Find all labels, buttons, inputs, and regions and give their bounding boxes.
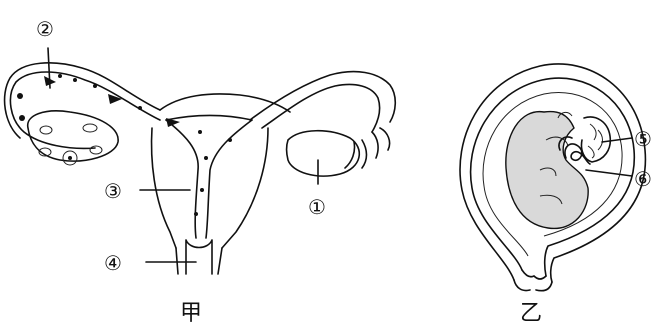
figure-a-reproductive-system: ② ③ ① ④ 甲 — [5, 17, 396, 326]
sperm-dot — [138, 106, 142, 110]
vagina — [176, 240, 222, 274]
label-6: ⑥ — [634, 167, 652, 191]
sperm-dot — [204, 156, 208, 160]
left-ovary — [28, 111, 118, 161]
left-fallopian-tube — [10, 72, 160, 148]
figure-b-fetus-in-uterus: ⑤ ⑥ 乙 — [460, 64, 652, 326]
sperm-dot — [194, 212, 198, 216]
follicle — [40, 126, 52, 134]
umbilical-cord — [565, 144, 590, 164]
sperm-dot — [73, 78, 77, 82]
placenta-texture — [588, 124, 603, 158]
label-5: ⑤ — [634, 127, 652, 151]
fimbriae — [345, 128, 390, 168]
right-fallopian-tube-inner — [262, 85, 380, 133]
label-5-leader — [602, 138, 632, 142]
egg-cell — [19, 115, 25, 121]
uterus-wall-right — [222, 128, 268, 248]
sperm-dot — [228, 138, 232, 142]
follicle — [83, 124, 97, 132]
label-2: ② — [36, 17, 54, 41]
uterus-fundus — [160, 94, 290, 112]
label-6-leader — [586, 170, 632, 176]
placenta — [581, 117, 610, 162]
cervix — [514, 270, 552, 291]
figure-a-caption: 甲 — [180, 301, 202, 326]
label-1: ① — [308, 195, 326, 219]
egg-cell — [68, 156, 72, 160]
uterus-wall-left — [152, 128, 176, 248]
right-fallopian-tube — [250, 72, 395, 122]
label-4: ④ — [104, 251, 122, 275]
sperm-dot — [58, 74, 62, 78]
fetus — [506, 112, 588, 229]
right-ovary — [287, 131, 360, 176]
uterine-cavity — [166, 120, 252, 238]
sperm-dot — [200, 188, 204, 192]
figure-b-caption: 乙 — [520, 301, 542, 326]
sperm-dot — [93, 84, 97, 88]
follicle — [90, 146, 102, 154]
sperm-dot — [198, 130, 202, 134]
egg-cell — [17, 93, 23, 99]
label-3: ③ — [104, 179, 122, 203]
uterine-cavity-top — [166, 116, 252, 121]
arrow-marker — [108, 94, 122, 104]
